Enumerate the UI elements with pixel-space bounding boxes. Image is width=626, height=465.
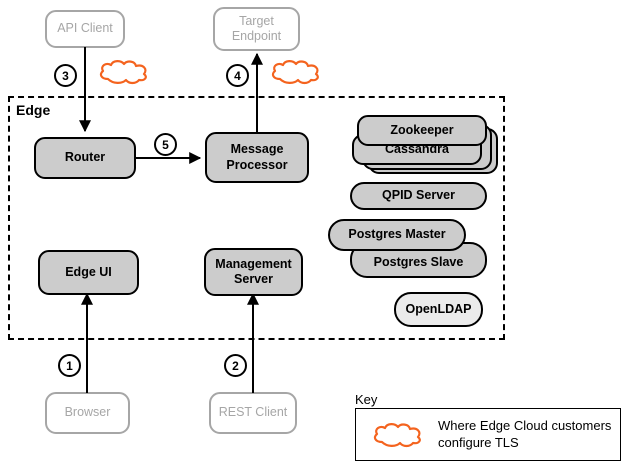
node-message-processor[interactable]: Message Processor xyxy=(205,132,309,183)
node-postgres-master[interactable]: Postgres Master xyxy=(328,219,466,251)
edge-boundary-label: Edge xyxy=(16,102,51,118)
node-management-server-label: Management Server xyxy=(215,256,292,286)
step-badge-1-label: 1 xyxy=(66,358,73,373)
node-qpid-server[interactable]: QPID Server xyxy=(350,182,487,210)
node-postgres-master-label: Postgres Master xyxy=(348,227,446,242)
node-postgres-slave-label: Postgres Slave xyxy=(373,255,464,270)
node-management-server[interactable]: Management Server xyxy=(204,248,303,296)
step-badge-2-label: 2 xyxy=(232,358,239,373)
step-badge-3-label: 3 xyxy=(62,68,69,83)
node-rest-client[interactable]: REST Client xyxy=(209,392,297,434)
node-api-client-label: API Client xyxy=(57,21,113,36)
node-message-processor-label: Message Processor xyxy=(226,142,288,172)
step-badge-2[interactable]: 2 xyxy=(224,354,247,377)
step-badge-5-label: 5 xyxy=(162,137,169,152)
node-zookeeper-label: Zookeeper xyxy=(390,122,454,137)
step-badge-1[interactable]: 1 xyxy=(58,354,81,377)
cloud-icon-step-3 xyxy=(96,59,152,85)
node-edge-ui[interactable]: Edge UI xyxy=(38,250,139,295)
node-browser-label: Browser xyxy=(64,405,111,420)
cloud-icon-step-4 xyxy=(268,59,324,85)
node-target-endpoint-label: Target Endpoint xyxy=(231,13,282,43)
step-badge-5[interactable]: 5 xyxy=(154,133,177,156)
node-qpid-server-label: QPID Server xyxy=(382,188,455,203)
node-target-endpoint[interactable]: Target Endpoint xyxy=(213,7,300,51)
node-openldap-label: OpenLDAP xyxy=(405,301,472,316)
step-badge-4-label: 4 xyxy=(234,68,241,83)
key-box: Where Edge Cloud customers configure TLS xyxy=(355,408,621,461)
cloud-icon-legend xyxy=(370,422,426,448)
step-badge-3[interactable]: 3 xyxy=(54,64,77,87)
node-browser[interactable]: Browser xyxy=(45,392,130,434)
node-router[interactable]: Router xyxy=(34,137,136,179)
node-rest-client-label: REST Client xyxy=(218,405,288,420)
node-router-label: Router xyxy=(64,150,106,165)
node-edge-ui-label: Edge UI xyxy=(65,264,112,279)
key-description: Where Edge Cloud customers configure TLS xyxy=(438,417,612,450)
node-api-client[interactable]: API Client xyxy=(45,10,125,48)
node-zookeeper[interactable]: Zookeeper xyxy=(357,115,487,146)
step-badge-4[interactable]: 4 xyxy=(226,64,249,87)
node-openldap[interactable]: OpenLDAP xyxy=(394,292,483,327)
key-title: Key xyxy=(355,392,378,407)
